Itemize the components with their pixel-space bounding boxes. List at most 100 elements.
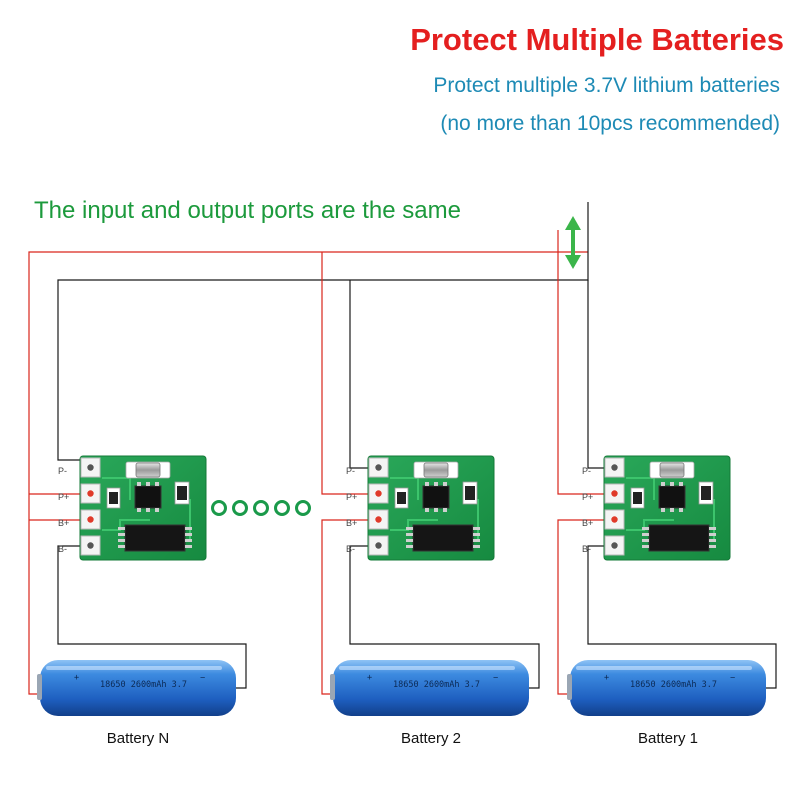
- ic-pin: [679, 508, 683, 512]
- ic-pin: [155, 482, 159, 486]
- pin-label-P+: P+: [582, 492, 593, 502]
- mosfet-pin: [406, 545, 413, 548]
- ic-pin: [661, 508, 665, 512]
- mosfet-pin: [709, 533, 716, 536]
- battery-highlight: [339, 666, 515, 670]
- pin-hole: [611, 464, 618, 471]
- pin-label-B+: B+: [346, 518, 357, 528]
- battery-terminal: [37, 674, 42, 700]
- ic-pin: [137, 508, 141, 512]
- resistor-right-body: [701, 486, 711, 500]
- mosfet-chip: [648, 524, 710, 552]
- pin-hole: [611, 542, 618, 549]
- mosfet-chip: [124, 524, 186, 552]
- mosfet-pin: [642, 545, 649, 548]
- pin-hole: [375, 464, 382, 471]
- pin-label-P-: P-: [58, 466, 67, 476]
- p-plus-wire: [557, 252, 614, 495]
- ic-pin: [443, 508, 447, 512]
- subtitle-line-2: (no more than 10pcs recommended): [440, 112, 780, 135]
- protection-ic: [658, 485, 686, 509]
- mosfet-pin: [642, 527, 649, 530]
- b-plus-wire: [321, 519, 378, 695]
- capacitor: [659, 462, 685, 478]
- subtitle-line-1: Protect multiple 3.7V lithium batteries: [433, 74, 780, 97]
- protection-ic: [422, 485, 450, 509]
- ic-pin: [679, 482, 683, 486]
- mosfet-pin: [406, 533, 413, 536]
- battery-cell: [333, 660, 529, 716]
- ic-pin: [661, 482, 665, 486]
- negative-bus-wire: [57, 202, 589, 461]
- pin-hole: [375, 542, 382, 549]
- battery-minus-mark: −: [493, 673, 498, 683]
- p-plus-wire: [321, 252, 378, 495]
- p-minus-wire: [349, 280, 378, 469]
- mosfet-chip: [412, 524, 474, 552]
- ic-pin: [670, 508, 674, 512]
- ic-pin: [155, 508, 159, 512]
- mosfet-pin: [473, 539, 480, 542]
- mosfet-pin: [406, 539, 413, 542]
- resistor-left-body: [397, 492, 406, 504]
- battery-print: 18650 2600mAh 3.7: [393, 680, 480, 690]
- pin-label-B+: B+: [58, 518, 69, 528]
- mosfet-pin: [642, 539, 649, 542]
- mosfet-pin: [185, 539, 192, 542]
- battery-cell: [570, 660, 766, 716]
- b-minus-wire: [587, 545, 777, 689]
- capacitor: [423, 462, 449, 478]
- ellipsis-dots-icon: [211, 500, 311, 516]
- mosfet-pin: [473, 527, 480, 530]
- pin-label-P+: P+: [58, 492, 69, 502]
- mosfet-pin: [118, 533, 125, 536]
- battery-print: 18650 2600mAh 3.7: [630, 680, 717, 690]
- battery-highlight: [576, 666, 752, 670]
- pin-label-B-: B-: [582, 544, 591, 554]
- ic-pin: [425, 508, 429, 512]
- battery-plus-mark: +: [74, 673, 79, 683]
- pin-hole: [87, 542, 94, 549]
- mosfet-pin: [406, 527, 413, 530]
- bus-wires: [28, 202, 589, 695]
- battery-minus-mark: −: [730, 673, 735, 683]
- resistor-left-body: [633, 492, 642, 504]
- pin-hole: [375, 516, 382, 523]
- mosfet-pin: [709, 545, 716, 548]
- double-arrow-vertical-icon: [565, 216, 581, 269]
- ic-pin: [434, 508, 438, 512]
- ic-pin: [434, 482, 438, 486]
- battery-minus-mark: −: [200, 673, 205, 683]
- resistor-right-body: [465, 486, 475, 500]
- mosfet-pin: [642, 533, 649, 536]
- pin-hole: [87, 490, 94, 497]
- pin-hole: [87, 464, 94, 471]
- io-note: The input and output ports are the same: [34, 197, 461, 224]
- pin-hole: [611, 490, 618, 497]
- mosfet-pin: [709, 527, 716, 530]
- battery-plus-mark: +: [367, 673, 372, 683]
- resistor-left-body: [109, 492, 118, 504]
- positive-bus-wire: [28, 251, 588, 695]
- pin-label-P-: P-: [346, 466, 355, 476]
- b-minus-wire: [57, 545, 247, 689]
- b-plus-wire: [557, 519, 614, 695]
- battery-cell: [40, 660, 236, 716]
- battery-label: Battery 1: [638, 730, 698, 747]
- pin-hole: [611, 516, 618, 523]
- mosfet-pin: [473, 533, 480, 536]
- page-title: Protect Multiple Batteries: [410, 22, 784, 57]
- mosfet-pin: [118, 545, 125, 548]
- ic-pin: [137, 482, 141, 486]
- ic-pin: [146, 508, 150, 512]
- pin-hole: [375, 490, 382, 497]
- mosfet-pin: [185, 533, 192, 536]
- battery-label: Battery N: [107, 730, 170, 747]
- p-minus-wire: [587, 280, 614, 469]
- capacitor: [135, 462, 161, 478]
- ic-pin: [670, 482, 674, 486]
